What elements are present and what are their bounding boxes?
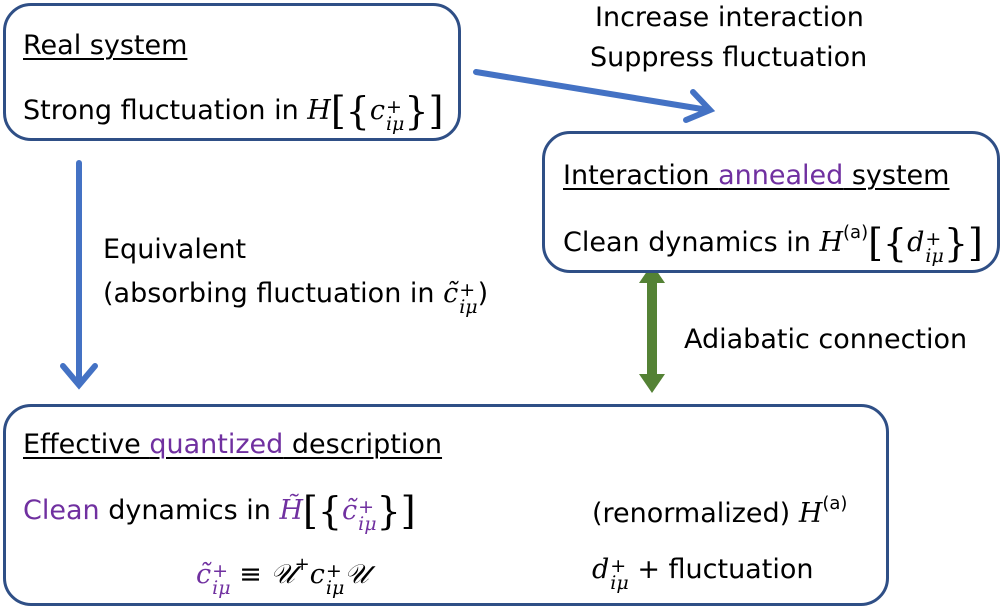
renormalized-h-symbol: H <box>798 498 823 529</box>
operator-ctilde-sub: iμ <box>459 296 478 318</box>
real-system-line: Strong fluctuation in H[{c+iμ}] <box>23 89 444 135</box>
operator-ctilde-row1: c̃ <box>342 495 358 526</box>
real-system-text: Strong fluctuation in <box>23 95 308 126</box>
clean-dynamics-line: Clean dynamics in H̃[{c̃+iμ}] <box>23 489 416 535</box>
renormalized-h-label: (renormalized) H(a) <box>592 493 848 529</box>
clean-dynamics-text: dynamics in <box>99 495 280 526</box>
adiabatic-connection-label: Adiabatic connection <box>684 324 968 355</box>
annealed-highlight: annealed <box>718 160 844 191</box>
annealed-system-line: Clean dynamics in H(a)[{d+iμ}] <box>563 221 983 267</box>
operator-c-row2-sub: iμ <box>325 577 345 599</box>
quantized-highlight: quantized <box>149 429 284 460</box>
operator-d-sub: iμ <box>925 245 944 267</box>
operator-ctilde-row2-sub: iμ <box>212 577 231 599</box>
equiv-symbol: ≡ <box>230 559 271 590</box>
effective-description-title: Effective quantized description <box>23 431 442 458</box>
operator-c-row2: c <box>309 559 325 590</box>
effective-title-suffix: description <box>283 429 443 460</box>
operator-d: d <box>907 227 925 258</box>
equivalent-label: Equivalent <box>103 234 247 265</box>
operator-ctilde-row2-sup: + <box>212 559 229 582</box>
renormalized-text: (renormalized) <box>592 498 799 529</box>
operator-ctilde-row2: c̃ <box>196 559 212 590</box>
arrow-adiabatic-connection <box>639 264 665 393</box>
operator-d-row2-sub: iμ <box>610 572 629 594</box>
operator-c-sup: + <box>385 95 402 118</box>
unitary-u-left-sup: + <box>294 554 310 575</box>
operator-c-row2-sup: + <box>325 559 342 582</box>
annealed-system-title: Interaction annealed system <box>563 162 949 189</box>
unitary-u-left: 𝒰 <box>270 559 295 590</box>
operator-c: c <box>369 95 385 126</box>
operator-ctilde: c̃ <box>443 278 459 309</box>
fluctuation-text: + fluctuation <box>628 554 814 585</box>
effective-description-box <box>3 404 889 606</box>
arrow-real-to-annealed <box>473 69 716 123</box>
absorbing-text: (absorbing fluctuation in <box>103 278 444 309</box>
absorbing-suffix: ) <box>477 278 489 309</box>
hamiltonian-a-sup: (a) <box>843 222 869 243</box>
annealed-text: Clean dynamics in <box>563 227 820 258</box>
real-system-box <box>3 3 461 141</box>
operator-d-row2-sup: + <box>610 554 627 577</box>
operator-ctilde-sup: + <box>459 278 476 301</box>
annealed-system-box <box>542 131 1000 273</box>
hamiltonian-symbol: H <box>307 95 331 126</box>
operator-d-row2: d <box>592 554 610 585</box>
operator-d-sup: + <box>925 227 942 250</box>
effective-title-prefix: Effective <box>23 429 150 460</box>
clean-highlight: Clean <box>23 495 100 526</box>
operator-ctilde-row1-sub: iμ <box>358 513 377 535</box>
d-plus-fluctuation-label: d+iμ + fluctuation <box>592 554 814 594</box>
hamiltonian-tilde-symbol: H̃ <box>279 495 304 526</box>
annealed-title-suffix: system <box>843 160 950 191</box>
arrow-real-to-effective <box>60 160 98 390</box>
annealed-title-prefix: Interaction <box>563 160 719 191</box>
operator-ctilde-row1-sup: + <box>358 495 375 518</box>
increase-interaction-label: Increase interaction <box>595 2 864 33</box>
renormalized-h-sup: (a) <box>822 493 848 514</box>
real-system-title: Real system <box>23 30 188 61</box>
absorbing-fluctuation-label: (absorbing fluctuation in c̃+iμ) <box>103 278 489 318</box>
hamiltonian-a-symbol: H <box>819 227 844 258</box>
operator-c-sub: iμ <box>385 113 405 135</box>
unitary-u-right: 𝒰 <box>344 559 369 590</box>
suppress-fluctuation-label: Suppress fluctuation <box>590 42 868 73</box>
